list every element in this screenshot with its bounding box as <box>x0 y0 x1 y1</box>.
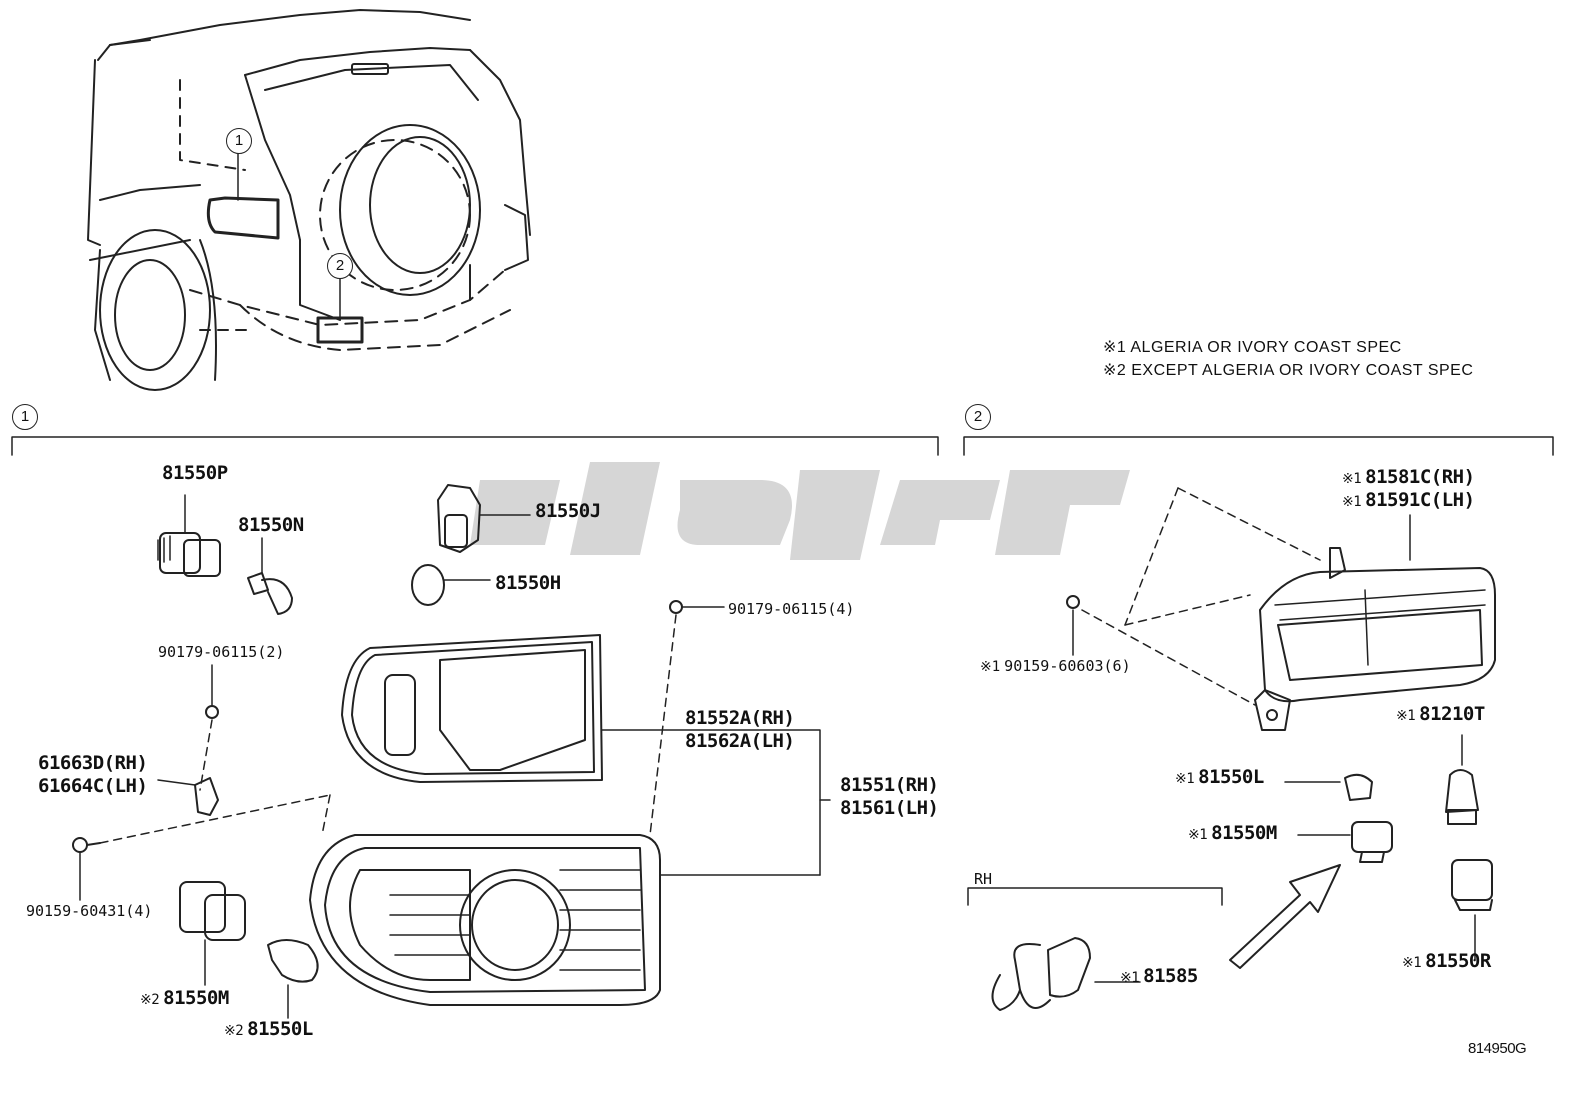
spec-note-1: ※1 ALGERIA OR IVORY COAST SPEC <box>1103 339 1402 356</box>
section-2-callout: 2 <box>965 404 991 430</box>
callout-2: 2 <box>327 253 353 279</box>
part-label-81552A[interactable]: 81552A(RH) <box>685 707 795 729</box>
watermark-logo <box>470 462 1130 560</box>
spec-mark-1: ※1 <box>980 659 1001 675</box>
reflector-location <box>316 316 364 344</box>
section-2-parts <box>967 487 1496 1011</box>
part-number: 81550M <box>163 987 229 1009</box>
diagram-reference-number: 814950G <box>1468 1040 1527 1057</box>
spec-mark-1: ※1 <box>1342 471 1362 487</box>
spec-mark-1: ※1 <box>1120 970 1140 986</box>
part-label-61663D[interactable]: 61663D(RH) <box>38 752 148 774</box>
vehicle-illustration <box>87 9 531 391</box>
spec-note-2: ※2 EXCEPT ALGERIA OR IVORY COAST SPEC <box>1103 362 1474 379</box>
spec-mark-1: ※1 <box>1188 827 1208 843</box>
spec-mark-2: ※2 <box>224 1023 244 1039</box>
part-label-81550H[interactable]: 81550H <box>495 572 561 594</box>
part-number: 81585 <box>1143 965 1198 987</box>
spec-mark-1: ※1 <box>1175 771 1195 787</box>
part-number: 90159-60603(6) <box>1004 657 1131 675</box>
part-label-90179-06115-2[interactable]: 90179-06115(2) <box>158 643 285 661</box>
part-label-61664C[interactable]: 61664C(LH) <box>38 775 148 797</box>
part-label-81550N[interactable]: 81550N <box>238 514 304 536</box>
spec-mark-1: ※1 <box>1396 708 1416 724</box>
part-number: 81210T <box>1419 703 1485 725</box>
callout-1: 1 <box>226 128 252 154</box>
part-label-81551[interactable]: 81551(RH) <box>840 774 939 796</box>
part-number: 81591C(LH) <box>1365 489 1475 511</box>
rh-label: RH <box>974 870 993 888</box>
part-label-90159-60431[interactable]: 90159-60431(4) <box>26 902 153 920</box>
part-number: 81550R <box>1425 950 1491 972</box>
spec-mark-1: ※1 <box>1342 494 1362 510</box>
part-number: 81550L <box>1198 766 1264 788</box>
part-number: 81550M <box>1211 822 1277 844</box>
section-1-callout: 1 <box>12 404 38 430</box>
tail-lamp-location <box>206 196 280 240</box>
spec-mark-2: ※2 <box>140 992 160 1008</box>
section-1-bracket <box>11 436 939 456</box>
part-number: 81550L <box>247 1018 313 1040</box>
part-label-81550P[interactable]: 81550P <box>162 462 228 484</box>
part-number: 81581C(RH) <box>1365 466 1475 488</box>
part-label-81562A[interactable]: 81562A(LH) <box>685 730 795 752</box>
section-2-bracket <box>963 436 1554 456</box>
spec-mark-1: ※1 <box>1402 955 1422 971</box>
part-label-90179-06115-4[interactable]: 90179-06115(4) <box>728 600 855 618</box>
part-label-81550J[interactable]: 81550J <box>535 500 601 522</box>
part-label-81561[interactable]: 81561(LH) <box>840 797 939 819</box>
section-1-parts <box>72 484 831 1019</box>
